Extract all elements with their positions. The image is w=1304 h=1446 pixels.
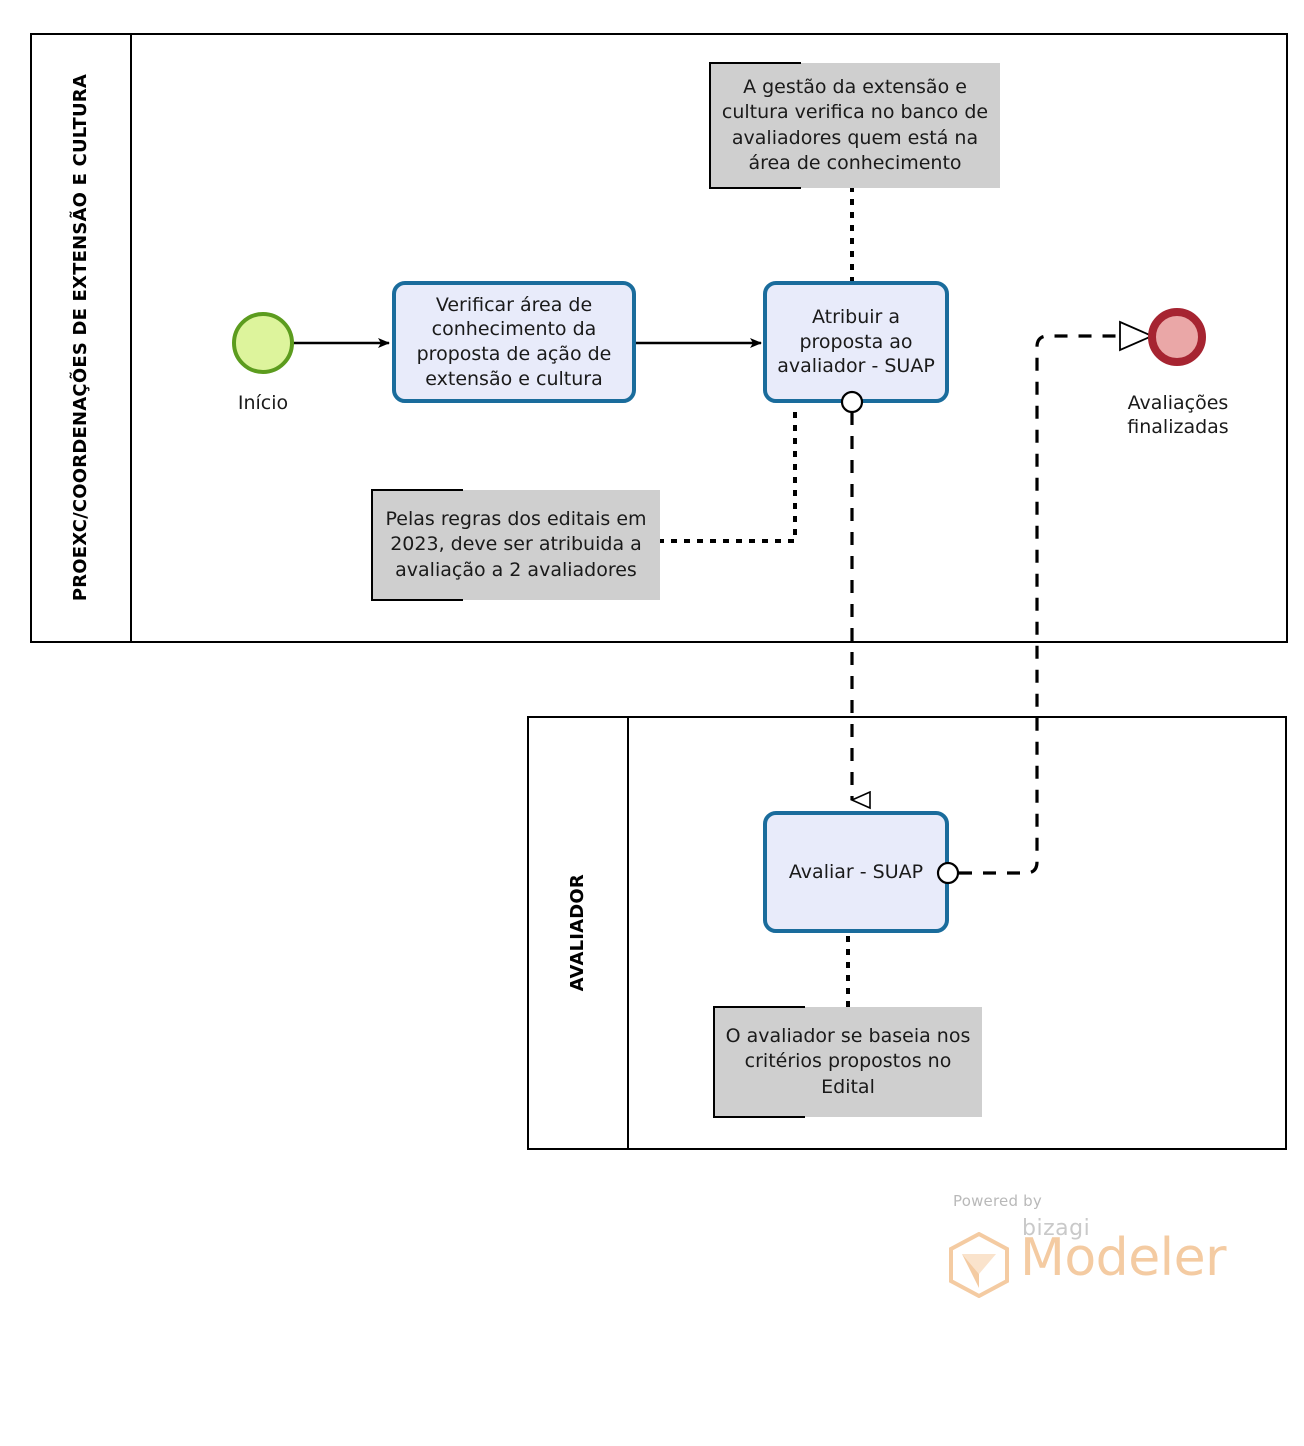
pool-avaliador: AVALIADOR [527, 716, 1287, 1150]
annotation-bracket-top [713, 1006, 805, 1008]
task-atribuir-proposta-avaliador[interactable]: Atribuir a proposta ao avaliador - SUAP [763, 281, 949, 403]
lane-header-avaliador: AVALIADOR [529, 718, 629, 1148]
annotation-bracket-left [709, 62, 711, 189]
lane-title-avaliador: AVALIADOR [567, 874, 589, 992]
annotation-bracket-bottom [709, 187, 801, 189]
start-event-label: Início [237, 392, 289, 414]
bizagi-logo-icon [949, 1232, 1009, 1298]
lane-header-proexc: PROEXC/COORDENAÇÕES DE EXTENSÃO E CULTUR… [32, 35, 132, 641]
pool-proexc: PROEXC/COORDENAÇÕES DE EXTENSÃO E CULTUR… [30, 33, 1288, 643]
annotation-regras-editais: Pelas regras dos editais em 2023, deve s… [371, 489, 660, 601]
annotation-criterios-text: O avaliador se baseia nos critérios prop… [725, 1025, 971, 1098]
annotation-bracket-left [371, 489, 373, 601]
bizagi-wordmark: bizagi [1022, 1216, 1091, 1241]
task-avaliar-suap[interactable]: Avaliar - SUAP [763, 811, 949, 933]
start-event-inicio[interactable] [232, 312, 294, 374]
bizagi-watermark: Powered by bizagi Modeler [948, 1192, 1227, 1302]
annotation-gestao-extensao: A gestão da extensão e cultura verifica … [709, 62, 1000, 189]
task-verificar-area-conhecimento[interactable]: Verificar área de conhecimento da propos… [392, 281, 636, 403]
lane-title-proexc: PROEXC/COORDENAÇÕES DE EXTENSÃO E CULTUR… [70, 74, 92, 602]
annotation-gestao-text: A gestão da extensão e cultura verifica … [721, 75, 989, 174]
annotation-bracket-top [371, 489, 463, 491]
annotation-bracket-left [713, 1006, 715, 1118]
modeler-wordmark: Modeler [1020, 1228, 1227, 1288]
annotation-bracket-top [709, 62, 801, 64]
end-event-avaliacoes-finalizadas[interactable] [1148, 308, 1206, 366]
annotation-bracket-bottom [371, 599, 463, 601]
annotation-regras-text: Pelas regras dos editais em 2023, deve s… [385, 508, 647, 581]
end-event-label: Avaliações finalizadas [1127, 392, 1229, 438]
annotation-bracket-bottom [713, 1116, 805, 1118]
powered-by-label: Powered by [953, 1192, 1042, 1210]
annotation-criterios-edital: O avaliador se baseia nos critérios prop… [713, 1006, 982, 1118]
